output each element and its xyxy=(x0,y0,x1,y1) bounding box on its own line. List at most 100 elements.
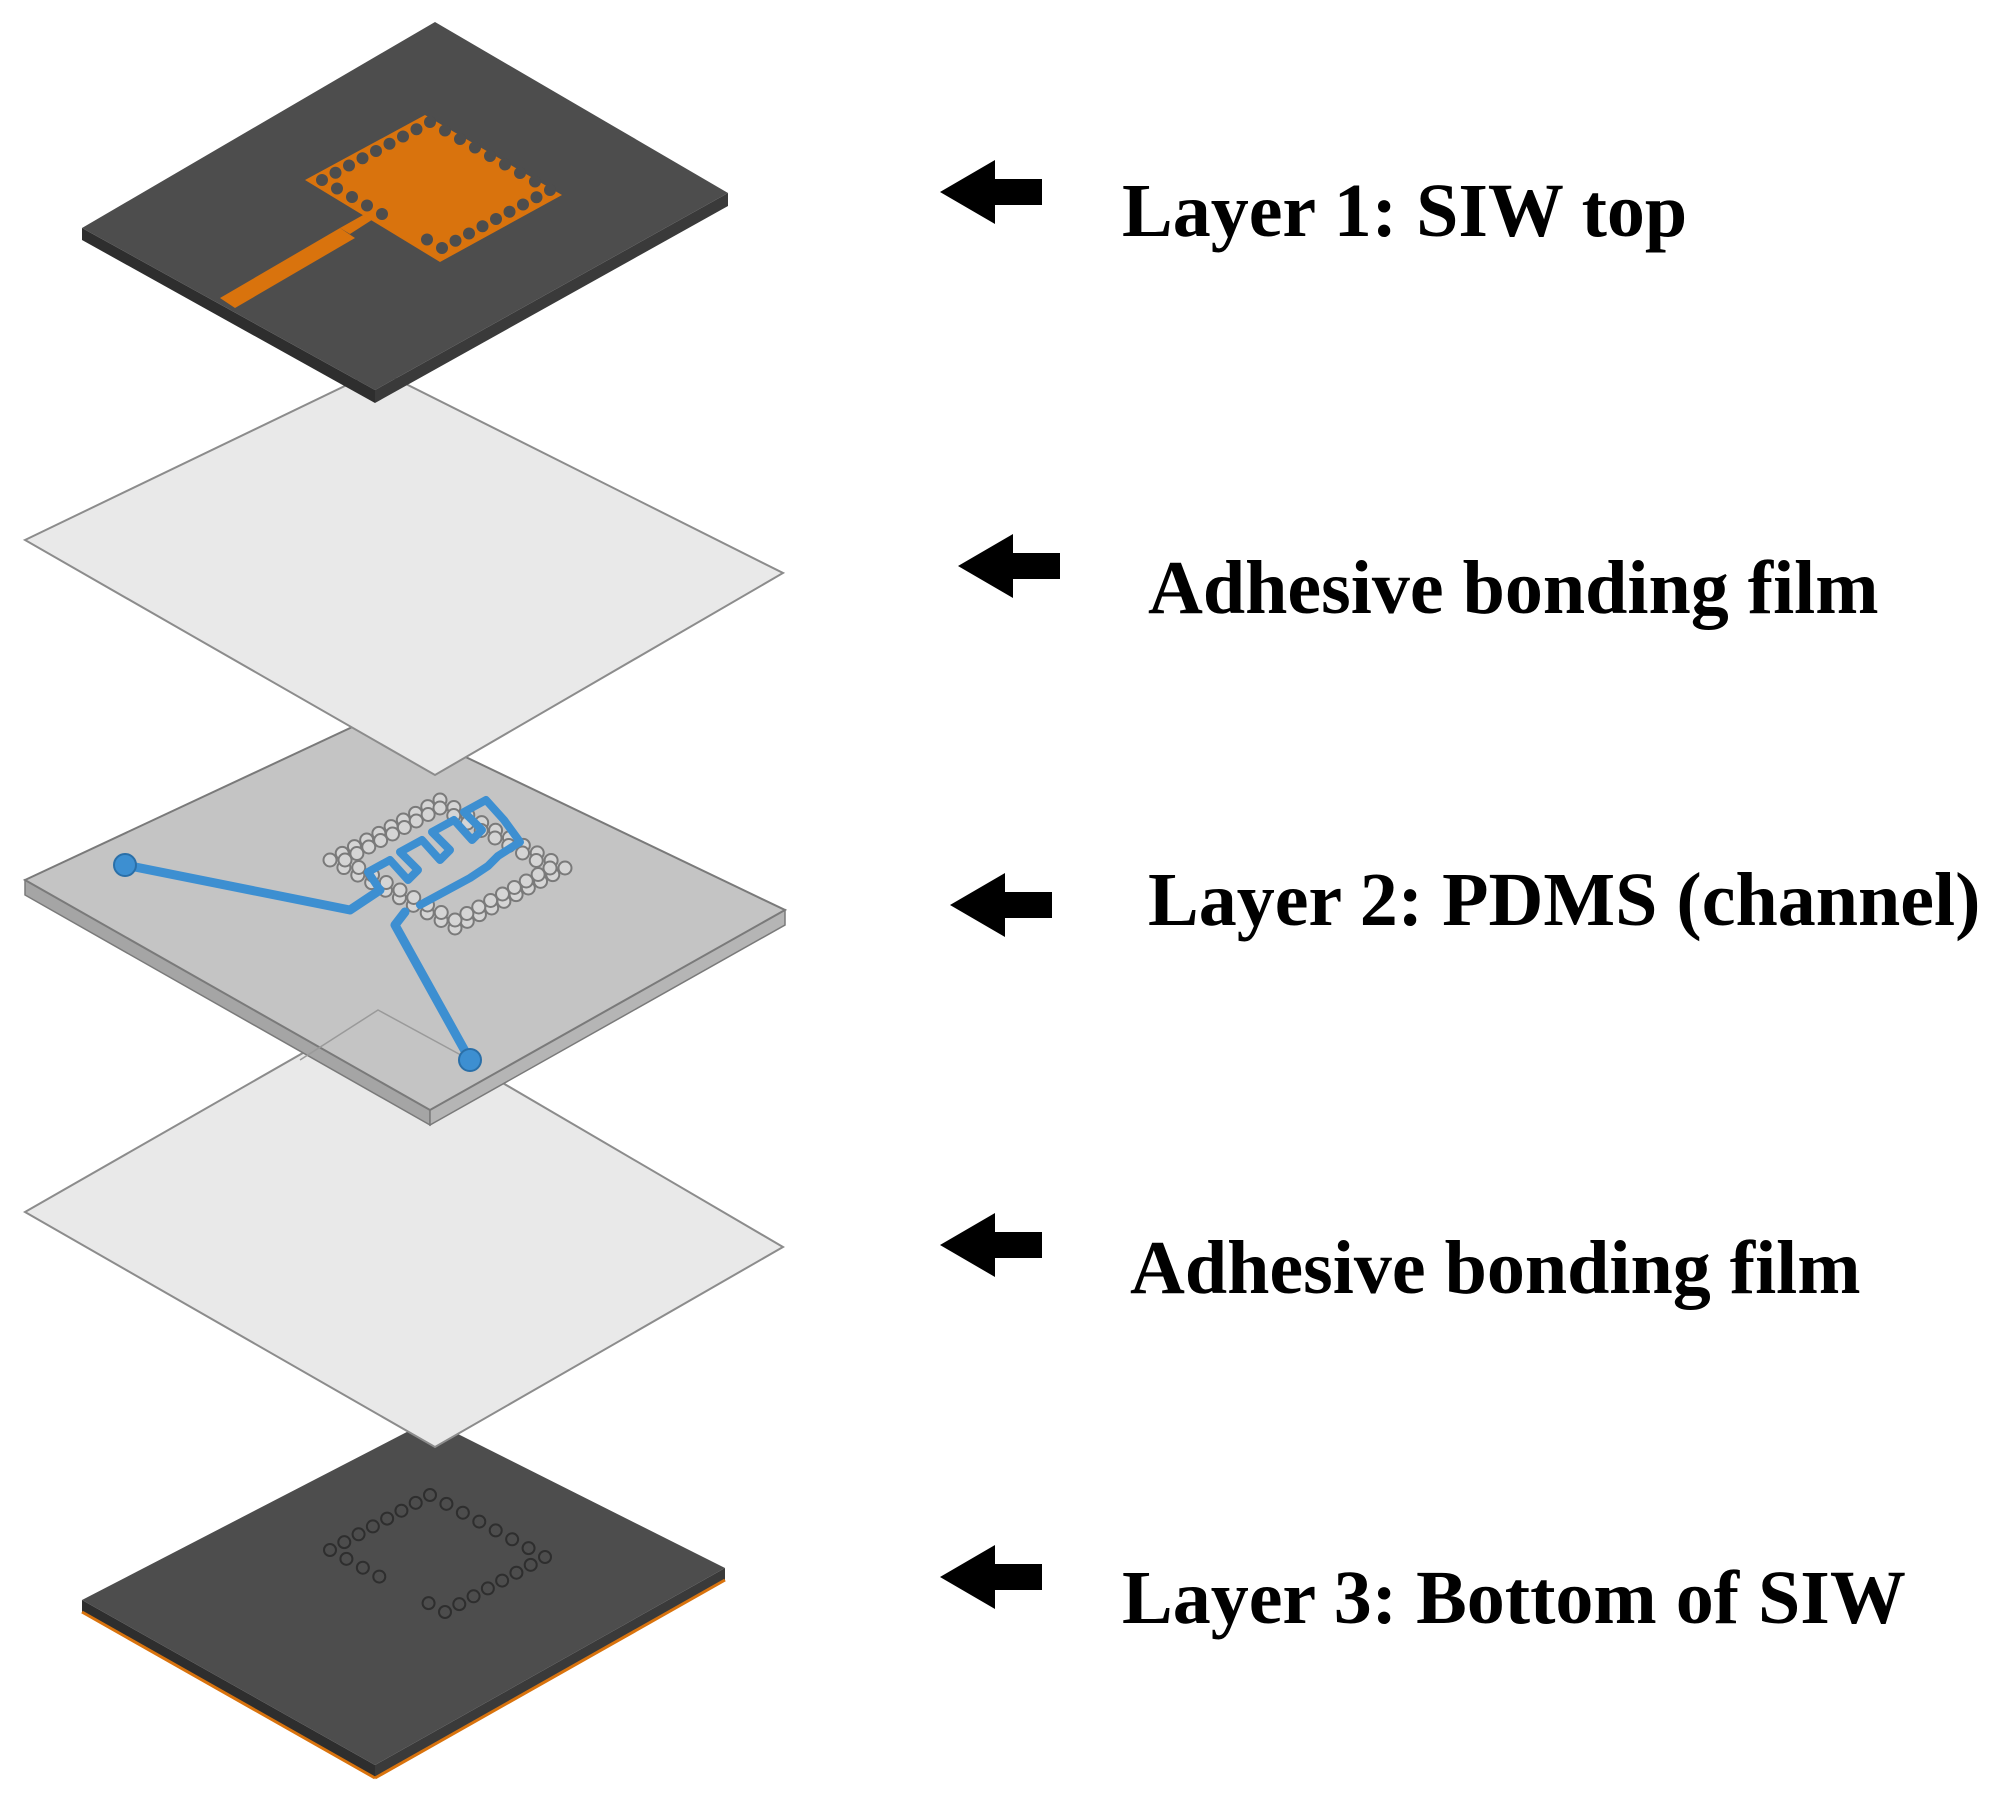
layer1-via xyxy=(499,158,511,171)
layer3-via xyxy=(505,1532,520,1547)
layer1-side-right xyxy=(375,193,728,403)
layer1-via xyxy=(530,191,543,204)
layer2-via-inner xyxy=(337,852,353,868)
channel-outlet-arm xyxy=(390,907,475,1065)
layer3-via xyxy=(365,1519,380,1534)
layer2-via-inner xyxy=(349,846,365,861)
layer1-via xyxy=(397,130,409,143)
layer1-via xyxy=(449,234,462,247)
adhesive-film-1-sheet xyxy=(22,368,786,777)
layer2-via-inner xyxy=(515,845,530,861)
layer1-via xyxy=(421,233,433,246)
layer2-via-inner xyxy=(361,839,377,855)
label-layer3-bottom-siw: Layer 3: Bottom of SIW xyxy=(1122,1556,1906,1640)
layer2-via-inner xyxy=(506,880,522,895)
layer3-via xyxy=(472,1514,487,1529)
layer2-via-inner xyxy=(483,893,499,908)
layer2-via-inner xyxy=(396,820,412,835)
layer3-via xyxy=(488,1523,503,1538)
layer2-via xyxy=(557,860,573,876)
layer2-pdms xyxy=(22,713,788,1127)
channel-outlet-port xyxy=(458,1048,482,1072)
layer3-via xyxy=(523,1557,538,1572)
layer3-substrate xyxy=(81,1420,726,1780)
layer2-via-inner xyxy=(406,890,422,905)
channel-inlet-port xyxy=(113,853,137,877)
adhesive-film-2 xyxy=(22,1008,785,1449)
layer2-via-inner xyxy=(385,826,400,842)
layer1-via xyxy=(503,205,516,218)
label-layer1-siw-top: Layer 1: SIW top xyxy=(1122,169,1688,253)
layer1-side-left xyxy=(82,228,375,403)
layer1-via xyxy=(529,175,541,188)
layer1-via xyxy=(410,123,423,136)
layer2-via-inner xyxy=(459,906,475,921)
layer2-via-inner xyxy=(495,886,510,902)
layer2-via-inner xyxy=(351,860,367,875)
layer2-via-inner xyxy=(447,912,463,928)
layer1-via xyxy=(476,220,489,233)
layer2-via-inner xyxy=(420,807,436,822)
layer1-via xyxy=(361,199,373,212)
layer3-copper-edge-right xyxy=(374,1578,726,1780)
layer1-via xyxy=(469,141,481,154)
layer3-via xyxy=(438,1605,452,1619)
layer3-via xyxy=(466,1589,481,1604)
layer1-via xyxy=(454,133,466,145)
arrow-group xyxy=(940,160,1060,1609)
layer3-via xyxy=(509,1565,524,1580)
layer1-via xyxy=(329,166,342,179)
layer1-via xyxy=(370,145,382,157)
layer1-via xyxy=(514,167,526,179)
layer3-via xyxy=(495,1573,510,1588)
layer1-via xyxy=(383,137,396,150)
layer3-via xyxy=(521,1541,536,1556)
label-layer2-pdms: Layer 2: PDMS (channel) xyxy=(1148,858,1981,942)
layer1-via xyxy=(490,213,502,225)
layer2-via-inner xyxy=(433,905,449,920)
layer3-via xyxy=(452,1597,467,1612)
layer3-via xyxy=(372,1569,387,1584)
layer3-via xyxy=(323,1543,337,1557)
layer1-via xyxy=(343,159,355,172)
layer1-via xyxy=(346,191,358,203)
layer3-via xyxy=(455,1505,470,1520)
layer3-via xyxy=(439,1496,454,1511)
layer1-via xyxy=(356,152,369,165)
label-adhesive-film-2: Adhesive bonding film xyxy=(1130,1226,1861,1310)
layer1-via xyxy=(439,124,451,137)
layer3-via xyxy=(394,1503,409,1518)
layer2-via-inner xyxy=(408,813,424,829)
layer2-via-inner xyxy=(528,853,544,868)
layer1-via xyxy=(544,184,556,196)
layer3-via xyxy=(337,1535,352,1550)
layer2-via-inner xyxy=(373,833,389,848)
layer3-via xyxy=(538,1550,552,1564)
layer2-via-inner xyxy=(432,800,448,816)
layer3-side-right xyxy=(375,1568,725,1778)
layer3-via xyxy=(421,1596,436,1611)
layer3-top-face xyxy=(82,1420,725,1765)
adhesive-film-1 xyxy=(22,368,786,777)
layer1-via xyxy=(517,198,529,211)
layer3-via xyxy=(423,1488,437,1502)
layer1-via xyxy=(376,208,388,220)
layer2-via-inner xyxy=(392,882,408,898)
layer3-via-pattern xyxy=(323,1488,552,1619)
layer1-via xyxy=(316,174,328,186)
layer3-via xyxy=(339,1551,354,1566)
layer2-via-inner xyxy=(487,830,503,846)
layer2-inner-outline xyxy=(299,1009,471,1061)
channel-meander xyxy=(364,796,524,909)
microfluidic-channel xyxy=(113,796,524,1072)
layer1-via xyxy=(436,242,448,254)
left-arrow-icon xyxy=(958,534,1060,598)
layer2-via-inner xyxy=(518,873,534,889)
left-arrow-icon xyxy=(940,1213,1042,1277)
layer2-via xyxy=(322,852,338,868)
layer1-via xyxy=(463,227,475,240)
layer2-via-inner xyxy=(471,899,487,915)
label-adhesive-film-1: Adhesive bonding film xyxy=(1148,546,1879,630)
